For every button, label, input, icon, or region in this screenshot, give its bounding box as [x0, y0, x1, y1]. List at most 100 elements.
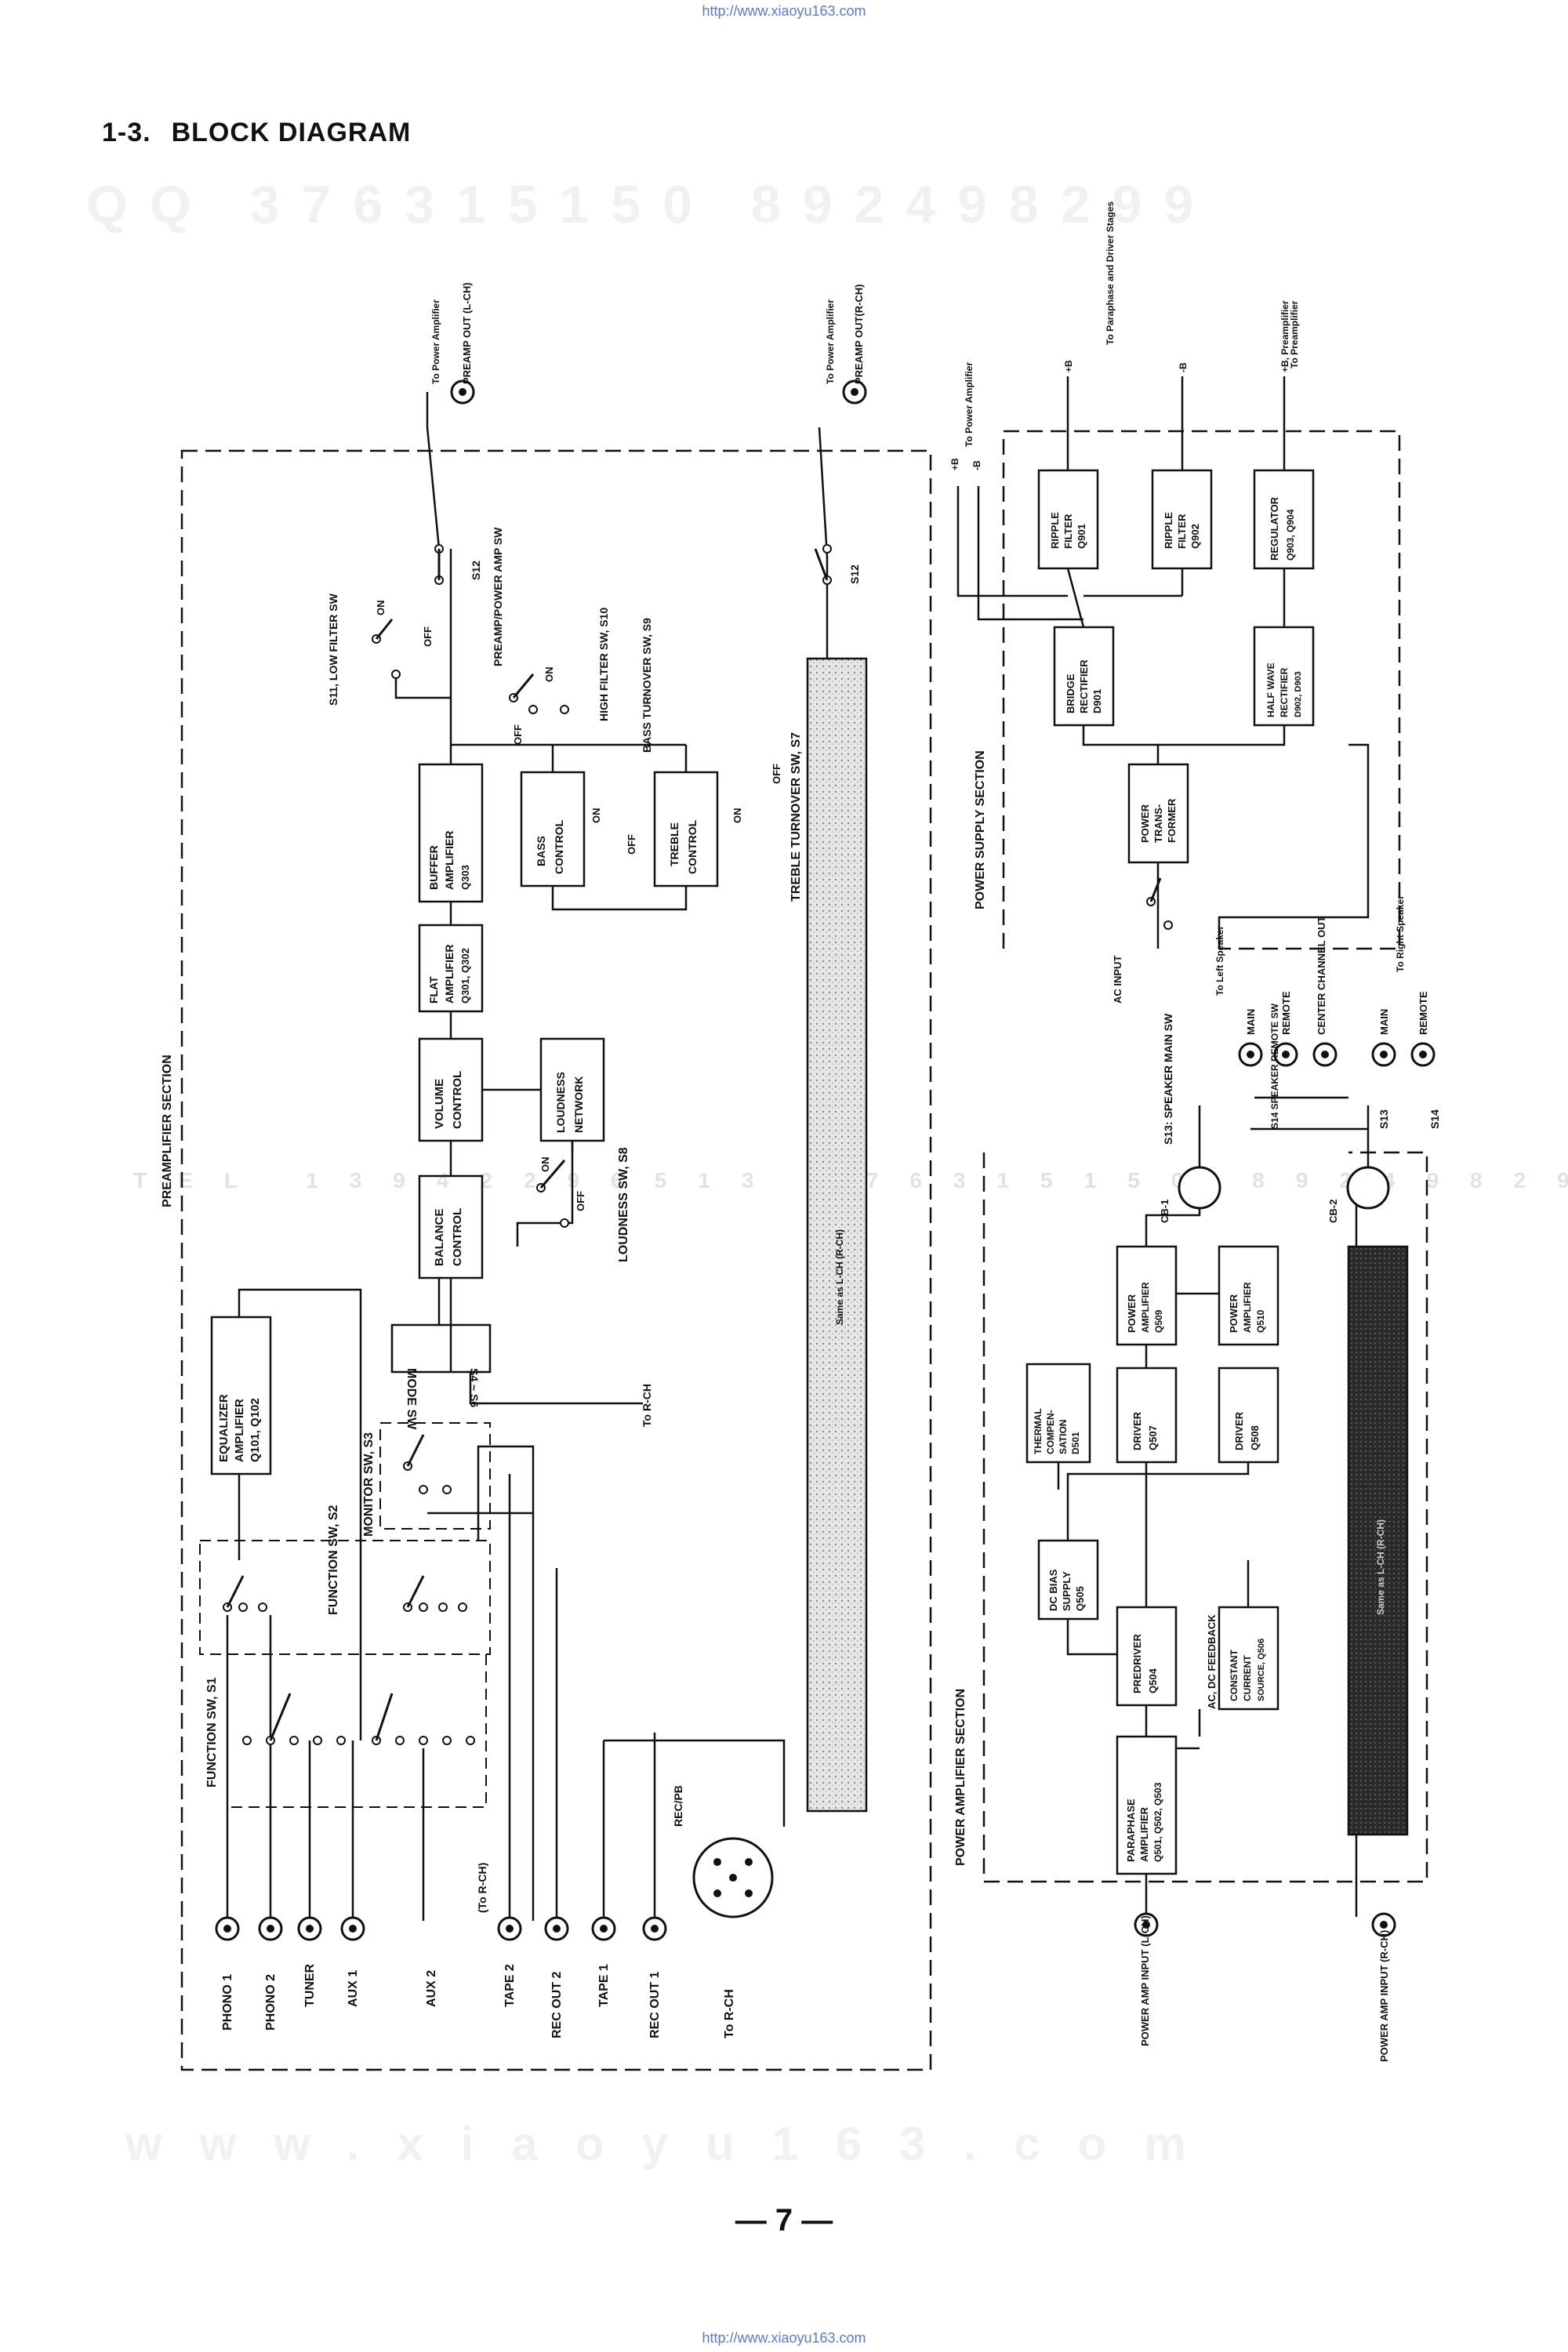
transformer-text-2: TRANS- [1152, 804, 1164, 843]
preamp-out-l-label: PREAMP OUT (L-CH) [461, 282, 473, 384]
poweramp2-text-3: Q510 [1255, 1309, 1266, 1333]
paraphase-text-1: PARAPHASE [1125, 1798, 1137, 1862]
s14-right-label: S14 [1428, 1109, 1441, 1129]
function-s2-label: FUNCTION SW, S2 [327, 1504, 340, 1615]
treble-off: OFF [771, 764, 782, 784]
predriver-text-1: PREDRIVER [1131, 1634, 1143, 1693]
page-number: — 7 — [735, 2203, 833, 2238]
poweramp2-text-2: AMPLIFIER [1242, 1282, 1253, 1333]
buffer-text-2: AMPLIFIER [443, 831, 456, 890]
predriver-text-2: Q504 [1147, 1668, 1159, 1693]
driver1-text-1: DRIVER [1131, 1411, 1143, 1450]
treble-text-1: TREBLE [668, 822, 681, 866]
ac-dc-feedback-label: AC, DC FEEDBACK [1206, 1614, 1218, 1709]
watermark-bottom: www.xiaoyu163.com [125, 2118, 1224, 2170]
bridge-text-3: D901 [1091, 689, 1103, 713]
speaker-remote-s14-label: S14 SPEAKER REMOTE SW [1269, 1003, 1280, 1129]
function-switch-s2-box [199, 1540, 491, 1655]
plus-b-left: +B [949, 458, 960, 470]
mode-switch-range: S4 ~ S6 [468, 1368, 481, 1407]
dcbias-text-1: DC BIAS [1047, 1569, 1059, 1611]
bass-text-2: CONTROL [553, 819, 565, 874]
halfwave-text-2: RECTIFIER [1279, 667, 1290, 717]
paraphase-text-2: AMPLIFIER [1138, 1806, 1150, 1862]
regulator-text-2: Q903, Q904 [1285, 509, 1296, 561]
equalizer-amplifier-block [210, 1316, 272, 1475]
poweramp1-text-1: POWER [1126, 1294, 1138, 1333]
s13-right-label: S13 [1377, 1109, 1390, 1129]
paraphase-text-3: Q501, Q502, Q503 [1152, 1782, 1163, 1862]
section-number: 1-3. [102, 118, 151, 147]
flat-text-2: AMPLIFIER [443, 945, 456, 1004]
high-filter-off: OFF [512, 724, 524, 745]
buffer-text-3: Q303 [459, 865, 471, 890]
power-supply-section-outline [1002, 430, 1401, 950]
ripple2-text-1: RIPPLE [1163, 512, 1174, 549]
cb1-label: CB-1 [1159, 1200, 1171, 1223]
ripple2-text-3: Q902 [1189, 524, 1201, 549]
thermal-text-4: D501 [1070, 1432, 1081, 1454]
power-supply-section-label: POWER SUPPLY SECTION [974, 750, 987, 909]
balance-text-1: BALANCE [433, 1209, 446, 1266]
thermal-text-2: COMPEN- [1045, 1410, 1056, 1454]
to-right-speaker-label: To Right Speaker [1395, 895, 1406, 972]
input-label-tape-1: TAPE 1 [597, 1964, 611, 2007]
input-label-rec-out-1: REC OUT 1 [648, 1972, 662, 2038]
buffer-text-1: BUFFER [427, 845, 440, 890]
high-filter-on: ON [543, 667, 555, 683]
input-label-aux-1: AUX 1 [347, 1970, 360, 2007]
ripple1-text-3: Q901 [1076, 524, 1087, 549]
power-amp-input-l-label: POWER AMP INPUT (L-CH) [1139, 1915, 1151, 2046]
treble-turnover-s7-label: TREBLE TURNOVER SW, S7 [789, 732, 803, 902]
preamp-section-outline [180, 449, 932, 2071]
function-s1-label: FUNCTION SW, S1 [205, 1677, 219, 1788]
input-label-phono-1: PHONO 1 [221, 1974, 234, 2031]
source-url-bottom[interactable]: http://www.xiaoyu163.com [702, 2330, 866, 2346]
treble-turnover-shaded-strip [806, 657, 868, 1813]
ripple1-text-2: FILTER [1062, 514, 1074, 549]
source-url-top[interactable]: http://www.xiaoyu163.com [702, 3, 866, 19]
constcurrent-text-3: SOURCE, Q506 [1257, 1639, 1266, 1701]
bass-on: ON [590, 808, 602, 824]
flat-text-3: Q301, Q302 [459, 948, 471, 1004]
halfwave-text-3: D902, D903 [1294, 671, 1303, 717]
plus-b-paraphase: +B [1063, 360, 1074, 372]
loudness-on: ON [539, 1157, 551, 1173]
s12-left-label: S12 [470, 561, 482, 580]
input-label-aux-2: AUX 2 [425, 1970, 438, 2007]
constcurrent-text-1: CONSTANT [1229, 1650, 1240, 1701]
cb2-label: CB-2 [1327, 1200, 1339, 1223]
ripple1-text-1: RIPPLE [1049, 512, 1061, 549]
input-label-to-rch: To R-CH [723, 1989, 736, 2038]
loudness-s8-label: LOUDNESS SW, S8 [617, 1147, 630, 1262]
volume-text-1: VOLUME [433, 1079, 446, 1129]
treble-on: ON [731, 808, 743, 824]
loudness-text-1: LOUDNESS [554, 1072, 567, 1133]
balance-text-2: CONTROL [451, 1208, 464, 1266]
main-right-label: MAIN [1378, 1009, 1390, 1035]
main-left-label: MAIN [1245, 1009, 1257, 1035]
low-filter-s11-label: S11, LOW FILTER SW [327, 593, 339, 706]
equalizer-text-3: Q101, Q102 [249, 1398, 262, 1462]
power-amp-rch-shaded-strip [1347, 1245, 1409, 1836]
input-label-tape-2: TAPE 2 [503, 1964, 517, 2007]
treble-text-2: CONTROL [686, 819, 699, 874]
preamp-power-s12-label: PREAMP/POWER AMP SW [492, 527, 504, 666]
to-rch-mode-label: To R-CH [641, 1384, 653, 1427]
regulator-block [1253, 469, 1315, 570]
minus-b-paraphase: -B [1178, 362, 1189, 372]
to-power-amp-left: To Power Amplifier [430, 299, 441, 384]
preamp-out-r-label: PREAMP OUT(R-CH) [853, 284, 865, 384]
plus-b-preamp: +B, Preamplifier [1279, 300, 1290, 372]
dcbias-text-3: Q505 [1074, 1586, 1086, 1611]
bass-off: OFF [626, 834, 637, 855]
halfwave-text-1: HALF WAVE [1265, 662, 1276, 717]
mode-switch-label: MODE SW [405, 1368, 418, 1430]
recpb-label: REC/PB [672, 1785, 684, 1827]
driver2-text-2: Q508 [1249, 1425, 1261, 1450]
transformer-text-1: POWER [1139, 804, 1151, 843]
to-power-amp-right: To Power Amplifier [825, 299, 836, 384]
to-preamp-label: To Preamplifier [1289, 300, 1300, 368]
thermal-text-1: THERMAL [1033, 1408, 1044, 1454]
